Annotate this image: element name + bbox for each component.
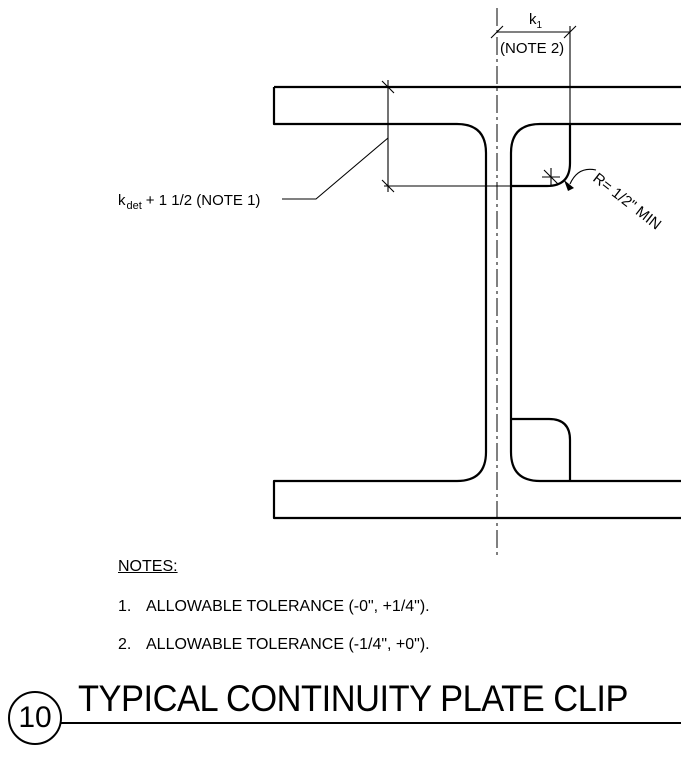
note-number: 1. [118, 598, 132, 615]
detail-title-block: 10 TYPICAL CONTINUITY PLATE CLIP [8, 678, 681, 750]
bottom-plate-clip [511, 417, 572, 481]
kdet-dimension [282, 80, 511, 200]
note-text: ALLOWABLE TOLERANCE (-1/4", +0"). [146, 636, 430, 653]
notes-title: NOTES: [118, 558, 178, 575]
detail-number: 10 [18, 701, 52, 734]
note-item-2: 2. ALLOWABLE TOLERANCE (-1/4", +0"). [118, 636, 430, 654]
radius-label: R= 1/2" MIN [590, 170, 665, 234]
detail-title: TYPICAL CONTINUITY PLATE CLIP [78, 678, 628, 719]
k1-label: k1 [529, 11, 543, 31]
detail-number-bubble: 10 [8, 691, 62, 745]
k1-dimension [490, 25, 577, 124]
note-number: 2. [118, 636, 132, 653]
beam-outline [272, 85, 681, 520]
note-text: ALLOWABLE TOLERANCE (-0", +1/4"). [146, 598, 430, 615]
title-underline [60, 722, 681, 724]
radius-arrowhead [564, 180, 574, 191]
note2-reference: (NOTE 2) [500, 40, 564, 57]
kdet-label: kdet+ 1 1/2 (NOTE 1) [118, 192, 260, 212]
note-item-1: 1. ALLOWABLE TOLERANCE (-0", +1/4"). [118, 598, 430, 616]
notes-section: NOTES: 1. ALLOWABLE TOLERANCE (-0", +1/4"… [118, 558, 430, 674]
top-plate-clip [511, 124, 572, 188]
radius-callout [542, 168, 597, 191]
